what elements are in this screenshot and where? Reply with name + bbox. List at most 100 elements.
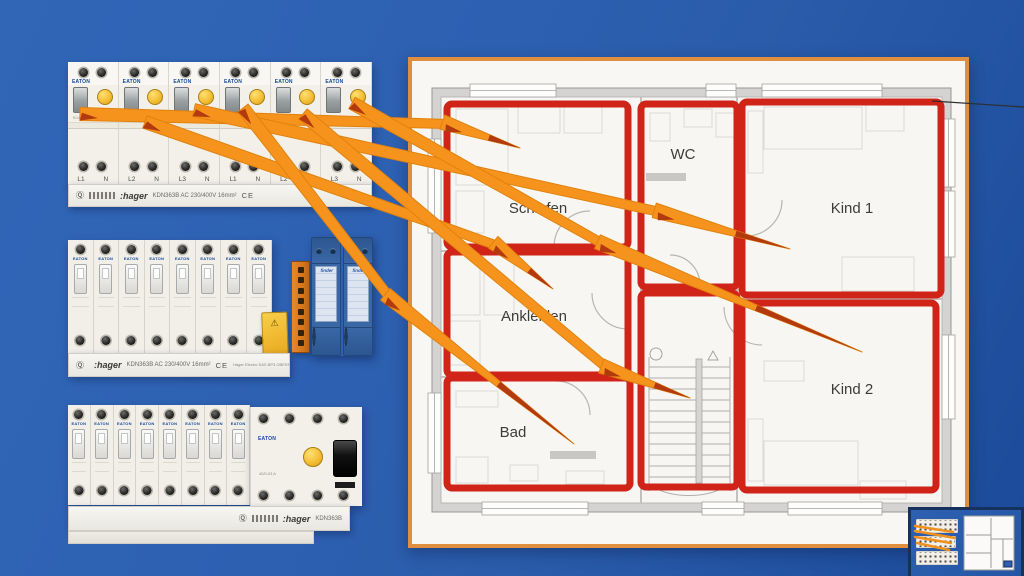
rating-text: B16 0,03 A: [174, 115, 196, 120]
screw-icon: [259, 491, 268, 500]
breaker-toggle: [124, 264, 138, 294]
label-band: [72, 462, 86, 472]
screw-icon: [313, 491, 322, 500]
breaker-toggle: [73, 87, 88, 113]
terminal-hole: [297, 329, 304, 336]
screw-icon: [249, 162, 259, 171]
mcb-module: EATON: [136, 405, 159, 505]
screw-icon: [147, 162, 157, 171]
screw-icon: [339, 414, 348, 423]
eaton-logo: EATON: [225, 256, 241, 261]
breaker-toggle: [99, 264, 113, 294]
mcb-module: EATON: [144, 240, 170, 353]
breaker-toggle: [186, 429, 200, 459]
eaton-logo: EATON: [325, 79, 344, 85]
terminal-label: N: [204, 176, 210, 183]
mcb-module: EATON: [204, 405, 228, 505]
screw-icon: [231, 162, 241, 171]
terminal-label: L1: [77, 176, 85, 183]
screw-icon: [254, 336, 264, 345]
rail-logo: Ⓠ: [76, 191, 84, 200]
breaker-toggle: [123, 87, 139, 113]
relay-module: finder: [311, 237, 341, 356]
label-band: [231, 462, 245, 472]
terminal-label: L3: [178, 176, 186, 183]
floor-plan-panel: Schlafen WC Kind 1 Ankleiden Bad Kind 2: [408, 57, 969, 548]
stub-wall: [646, 173, 686, 181]
room-label-kind1: Kind 1: [831, 200, 874, 217]
screw-icon: [312, 326, 316, 347]
eaton-logo: EATON: [208, 421, 223, 426]
terminal-label: L3: [330, 176, 339, 183]
din-rail-label: Ⓠ :hager KDN363B: [68, 506, 350, 531]
screw-icon: [119, 410, 129, 419]
screw-icon: [228, 245, 238, 254]
label-band: [225, 297, 242, 307]
label-band: [97, 297, 114, 307]
terminal-hole: [297, 319, 304, 325]
mcb-module: EATON: [195, 240, 221, 353]
screw-icon: [350, 162, 360, 171]
screw-icon: [231, 68, 241, 77]
label-band: [321, 122, 372, 129]
label-band: [117, 462, 132, 472]
screw-icon: [101, 336, 111, 345]
screw-icon: [177, 245, 187, 254]
screw-icon: [126, 245, 136, 254]
terminal-hole: [297, 308, 304, 315]
label-band: [123, 297, 140, 307]
eaton-logo: EATON: [149, 256, 165, 261]
rating-text: B16 0,03 A: [73, 115, 95, 120]
screw-icon: [152, 245, 162, 254]
screw-icon: [97, 410, 107, 419]
eaton-logo: EATON: [230, 421, 246, 426]
terminal-hole: [297, 277, 304, 283]
screw-icon: [203, 336, 213, 345]
screw-icon: [165, 486, 175, 495]
screw-icon: [254, 245, 264, 254]
mcb-module: EATON: [221, 240, 247, 353]
eaton-logo: EATON: [94, 421, 109, 426]
screw-icon: [362, 247, 368, 254]
mini-breaker-row: [916, 551, 958, 565]
breaker-toggle: [174, 87, 190, 113]
rail-address: Hager Electro SAS BP3 OBERNAI FRANCE: [232, 361, 290, 367]
eaton-logo: EATON: [117, 421, 132, 426]
terminal-block: [291, 261, 310, 353]
terminal-hole: [297, 340, 304, 346]
ce-mark: CE: [241, 191, 254, 200]
stub-wall: [550, 451, 596, 459]
hager-brand: :hager: [120, 190, 148, 201]
breaker-toggle: [252, 264, 266, 294]
mcb-module: EATON: [68, 405, 91, 505]
eaton-logo: EATON: [200, 256, 216, 261]
din-rail-label: Ⓠ :hager KDN363B AC 230/400V 16mm² CE Ha…: [68, 353, 290, 377]
screw-icon: [282, 162, 292, 171]
relay-base: [344, 326, 372, 355]
label-band: [94, 462, 109, 472]
relay-terminals: [312, 238, 340, 264]
screw-icon: [188, 486, 198, 495]
screw-icon: [233, 410, 243, 419]
breaker-toggle: [201, 264, 215, 294]
hager-brand: :hager: [282, 513, 311, 524]
mini-arrows: [913, 524, 957, 552]
rating-text: B16 0,03 A: [225, 115, 247, 120]
screw-icon: [198, 68, 208, 77]
relay-label: finder: [315, 266, 337, 322]
label-band: [220, 122, 270, 129]
floor-plan: Schlafen WC Kind 1 Ankleiden Bad Kind 2: [427, 83, 956, 516]
room-label-kind2: Kind 2: [831, 381, 874, 398]
terminal-label: N: [306, 176, 311, 183]
screw-icon: [210, 410, 220, 419]
relay-label: finder: [347, 266, 369, 322]
test-button: [96, 89, 113, 105]
din-rail-edge: [68, 531, 314, 544]
eaton-logo: EATON: [224, 79, 243, 85]
screw-icon: [147, 68, 157, 77]
